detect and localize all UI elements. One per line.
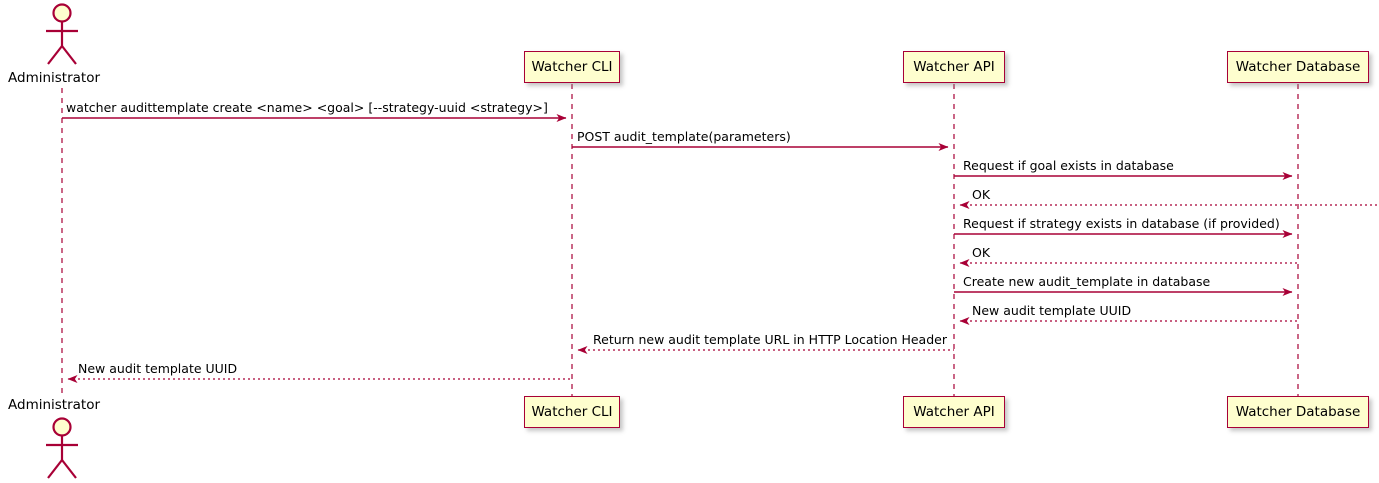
message-label-2: POST audit_template(parameters) — [577, 129, 791, 144]
participant-box-watcher-db-top[interactable]: Watcher Database — [1227, 51, 1369, 83]
participant-box-watcher-cli-bottom[interactable]: Watcher CLI — [524, 396, 620, 428]
actor-label-administrator-bottom: Administrator — [8, 397, 101, 413]
participant-box-watcher-cli-top[interactable]: Watcher CLI — [524, 51, 620, 83]
message-label-1: watcher audittemplate create <name> <goa… — [66, 100, 548, 115]
message-label-5: Request if strategy exists in database (… — [963, 216, 1280, 231]
lifelines — [61, 84, 1299, 396]
message-label-10: New audit template UUID — [78, 361, 238, 376]
participant-box-watcher-db-bottom[interactable]: Watcher Database — [1227, 396, 1369, 428]
message-label-7: Create new audit_template in database — [963, 274, 1211, 289]
message-label-3: Request if goal exists in database — [963, 158, 1174, 173]
actor-figure-bottom — [46, 417, 78, 479]
message-arrows — [62, 114, 1379, 383]
participant-box-watcher-api-top[interactable]: Watcher API — [903, 51, 1005, 83]
participant-box-watcher-api-bottom[interactable]: Watcher API — [903, 396, 1005, 428]
message-label-8: New audit template UUID — [972, 303, 1132, 318]
actor-label-administrator-top: Administrator — [8, 70, 101, 86]
message-label-4: OK — [972, 187, 991, 202]
message-label-6: OK — [972, 245, 991, 260]
message-label-9: Return new audit template URL in HTTP Lo… — [593, 332, 947, 347]
actor-figure-top — [46, 3, 78, 65]
